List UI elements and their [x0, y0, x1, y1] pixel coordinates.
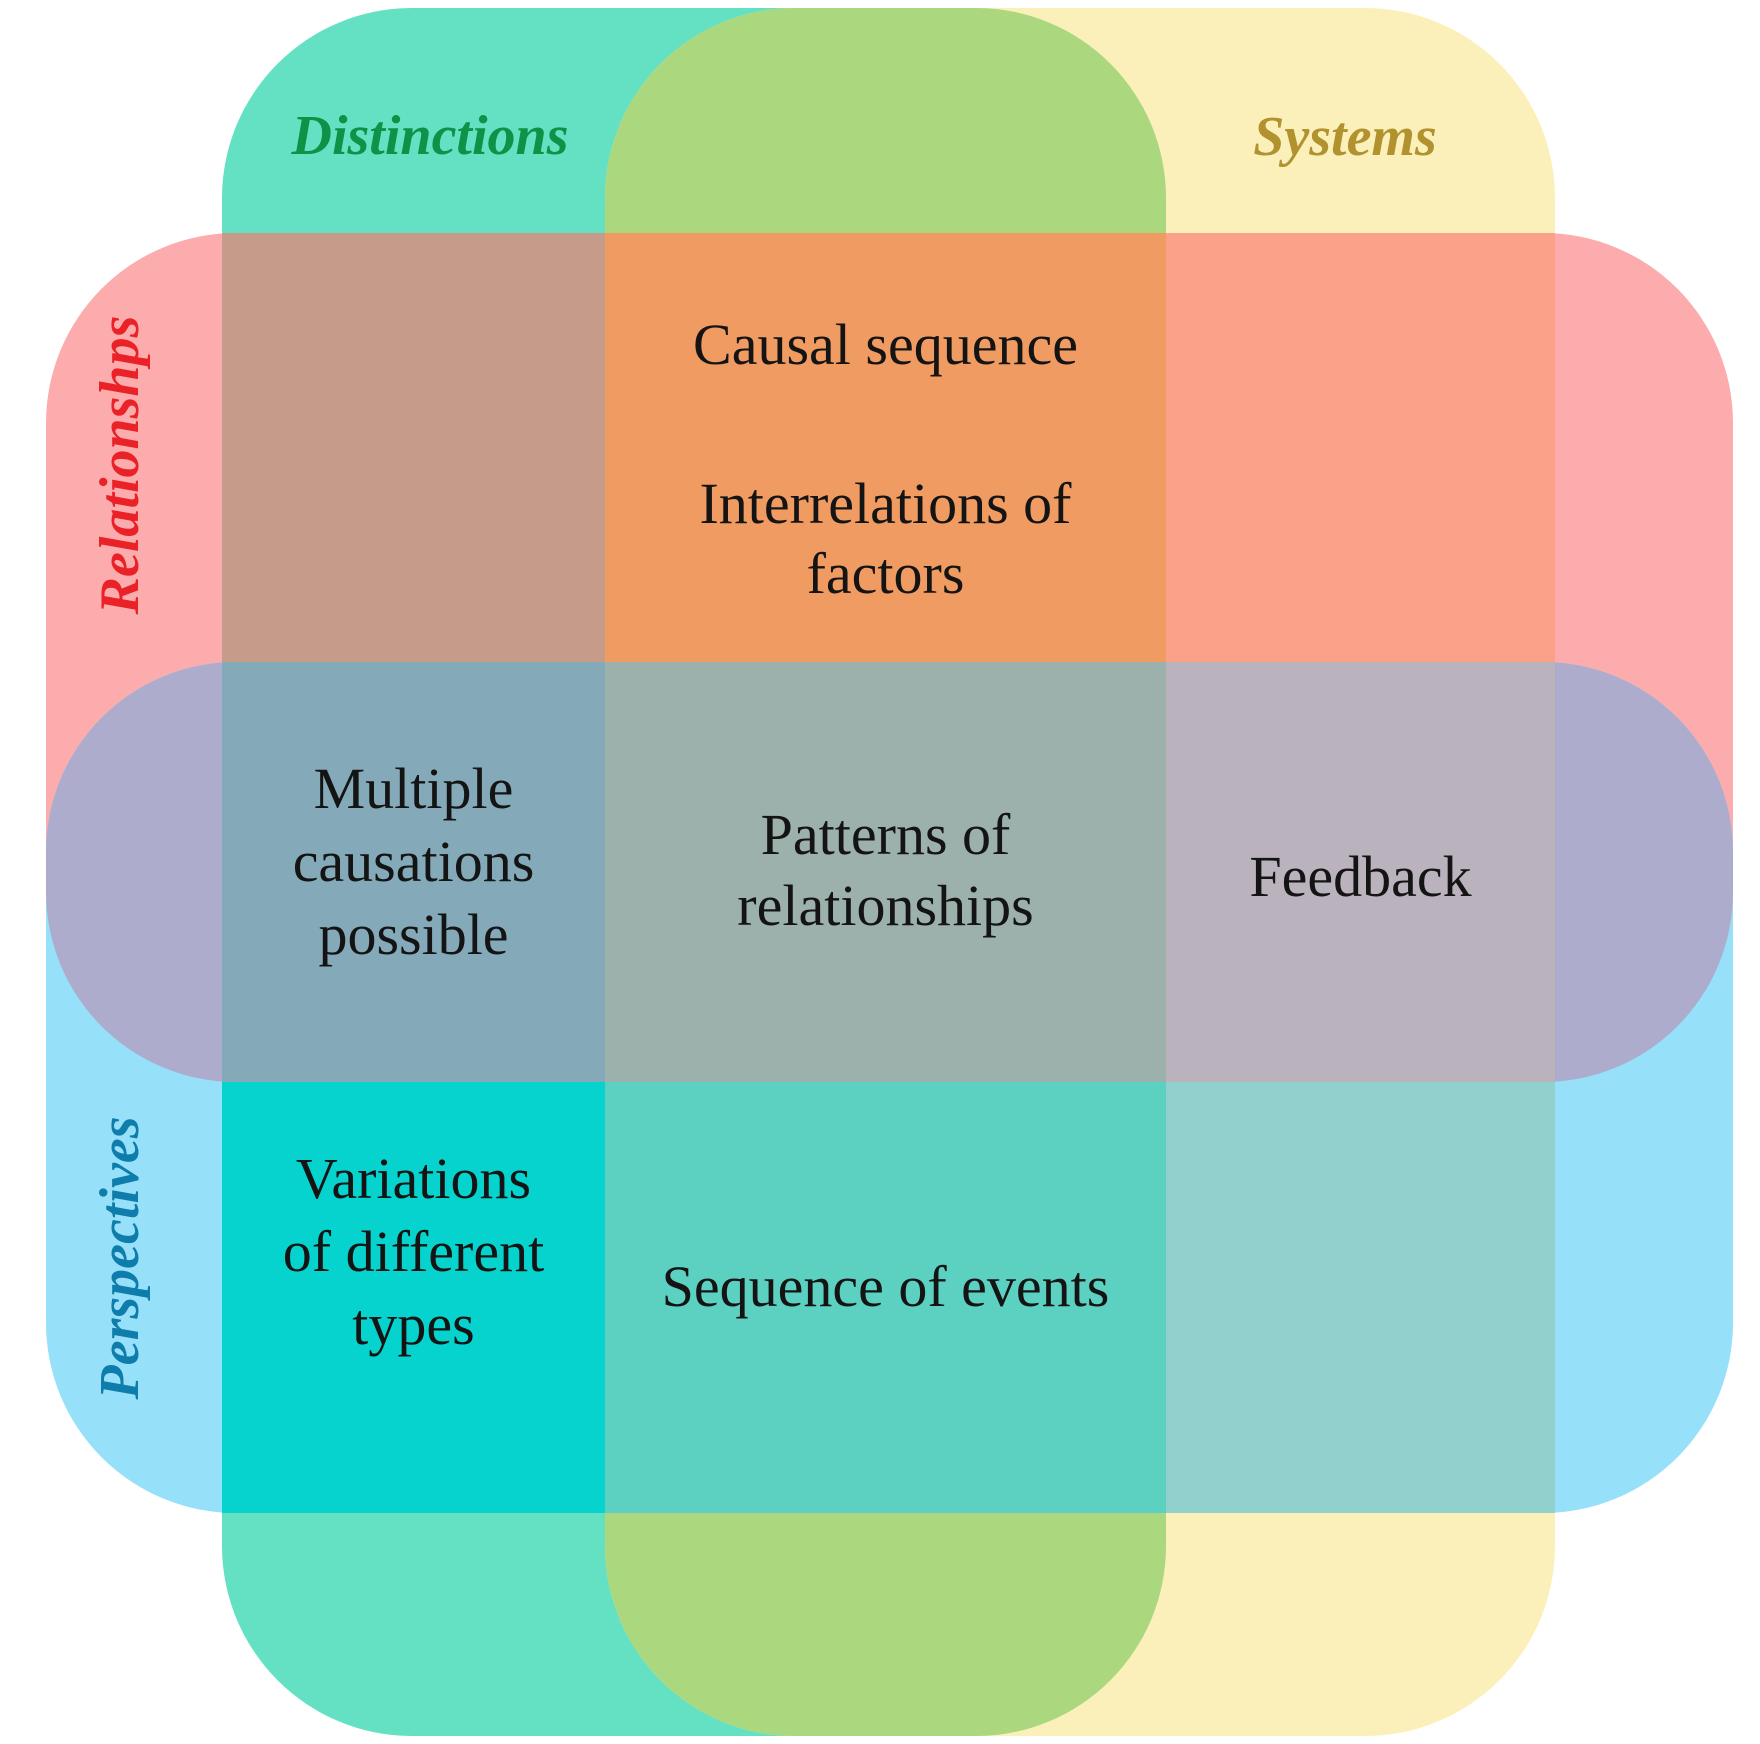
- relationships-label: Relationshps: [89, 315, 151, 615]
- causal-sequence-text: Causal sequence: [693, 312, 1078, 377]
- cell-distinctions-relationships-perspectives: [222, 662, 605, 1082]
- systems-label: Systems: [1253, 106, 1437, 168]
- distinctions-label: Distinctions: [291, 105, 569, 167]
- feedback-text: Feedback: [1249, 844, 1472, 909]
- variations-text-line-2: of different: [282, 1219, 545, 1284]
- cell-distinctions-perspectives: [222, 1082, 605, 1513]
- variations-text-line-3: types: [352, 1292, 475, 1357]
- patterns-text-line-1: Patterns of: [760, 802, 1011, 867]
- cell-distinctions-systems-relationships: [605, 233, 1166, 662]
- multiple-causations-text-line-2: causations: [292, 829, 535, 894]
- cell-systems-relationships-perspectives: [1166, 662, 1555, 1082]
- interrelations-text-line-2: factors: [806, 541, 965, 606]
- multiple-causations-text-line-3: possible: [318, 902, 509, 967]
- variations-text-line-1: Variations: [295, 1146, 532, 1211]
- sequence-of-events-text: Sequence of events: [661, 1254, 1110, 1319]
- interrelations-text-line-1: Interrelations of: [699, 471, 1072, 536]
- patterns-text-line-2: relationships: [737, 873, 1034, 938]
- multiple-causations-text-line-1: Multiple: [313, 756, 514, 821]
- cell-systems-relationships: [1166, 233, 1555, 662]
- perspectives-label: Perspectives: [89, 1116, 151, 1400]
- cell-distinctions-systems-perspectives: [605, 1082, 1166, 1513]
- cell-systems-perspectives: [1166, 1082, 1555, 1513]
- cell-distinctions-relationships: [222, 233, 605, 662]
- cell-all-four: [605, 662, 1166, 1082]
